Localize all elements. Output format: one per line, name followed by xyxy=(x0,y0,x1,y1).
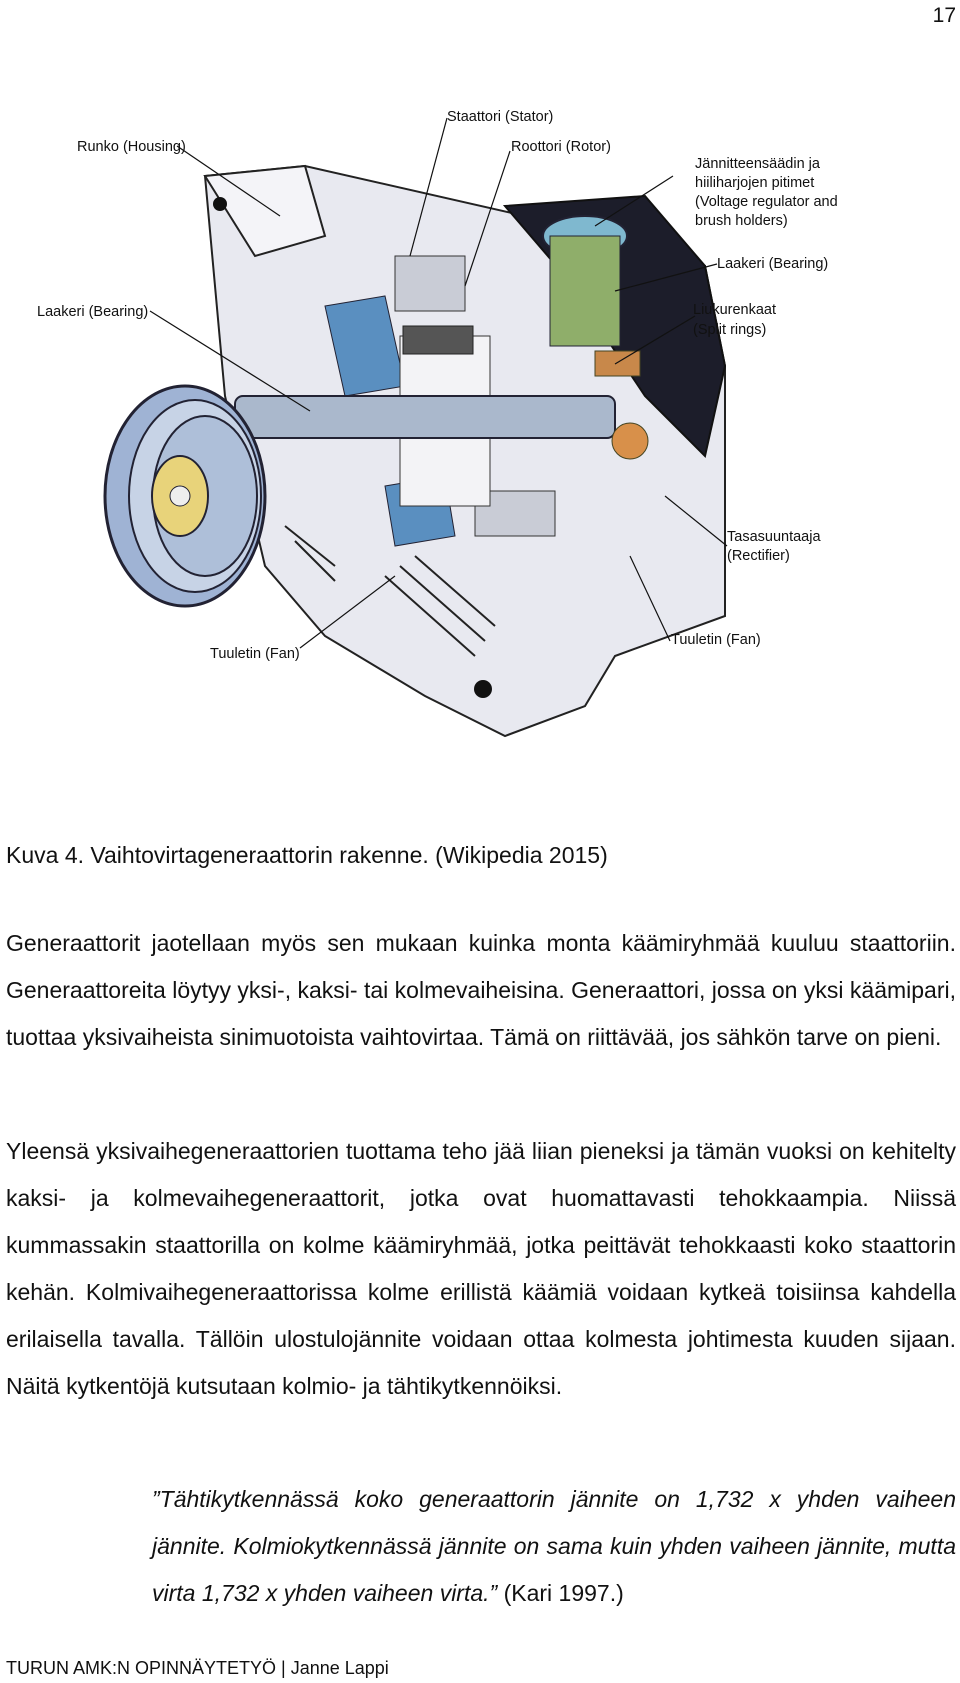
alternator-illustration: Staattori (Stator) Roottori (Rotor) Runk… xyxy=(37,109,838,738)
label-housing: Runko (Housing) xyxy=(77,139,186,155)
quote-citation: (Kari 1997.) xyxy=(503,1580,624,1606)
shaft xyxy=(234,395,616,439)
label-rotor: Roottori (Rotor) xyxy=(511,139,611,155)
label-fan-left: Tuuletin (Fan) xyxy=(210,646,300,662)
label-regulator-1: Jännitteensäädin ja xyxy=(695,156,821,172)
mount-hole-top xyxy=(213,197,227,211)
label-regulator-4: brush holders) xyxy=(695,213,788,229)
split-ring xyxy=(594,350,641,377)
pulley xyxy=(103,384,267,608)
label-split-rings-2: (Split rings) xyxy=(693,322,766,338)
leader-lines xyxy=(149,117,728,649)
label-rectifier-1: Tasasuuntaaja xyxy=(727,529,821,545)
stator-windings-bottom xyxy=(474,490,556,537)
label-stator: Staattori (Stator) xyxy=(447,109,553,125)
label-rectifier-2: (Rectifier) xyxy=(727,548,790,564)
paragraph-1: Generaattorit jaotellaan myös sen mukaan… xyxy=(6,930,956,1050)
rectifier-terminal xyxy=(611,422,649,460)
label-fan-right: Tuuletin (Fan) xyxy=(671,632,761,648)
rotor-grille xyxy=(402,325,474,355)
block-quote: ”Tähtikytkennässä koko generaattorin jän… xyxy=(152,1476,956,1617)
page-footer: TURUN AMK:N OPINNÄYTETYÖ | Janne Lappi xyxy=(6,1658,389,1678)
housing-top xyxy=(203,164,327,258)
page-number: 17 xyxy=(932,4,956,27)
fan-fins xyxy=(284,525,496,657)
quote-text: ”Tähtikytkennässä koko generaattorin jän… xyxy=(152,1486,956,1606)
label-bearing-left: Laakeri (Bearing) xyxy=(37,304,148,320)
regulator-body xyxy=(549,235,621,347)
stator-windings-top xyxy=(394,255,466,312)
alternator-cutaway-figure: Staattori (Stator) Roottori (Rotor) Runk… xyxy=(5,96,955,806)
label-split-rings-1: Liukurenkaat xyxy=(693,302,776,318)
figure-caption: Kuva 4. Vaihtovirtageneraattorin rakenne… xyxy=(6,842,608,868)
mount-hole-bottom xyxy=(474,680,492,698)
label-bearing-right: Laakeri (Bearing) xyxy=(717,256,828,272)
paragraph-2: Yleensä yksivaihegeneraattorien tuottama… xyxy=(6,1138,956,1399)
label-regulator-3: (Voltage regulator and xyxy=(695,194,838,210)
label-regulator-2: hiiliharjojen pitimet xyxy=(695,175,814,191)
